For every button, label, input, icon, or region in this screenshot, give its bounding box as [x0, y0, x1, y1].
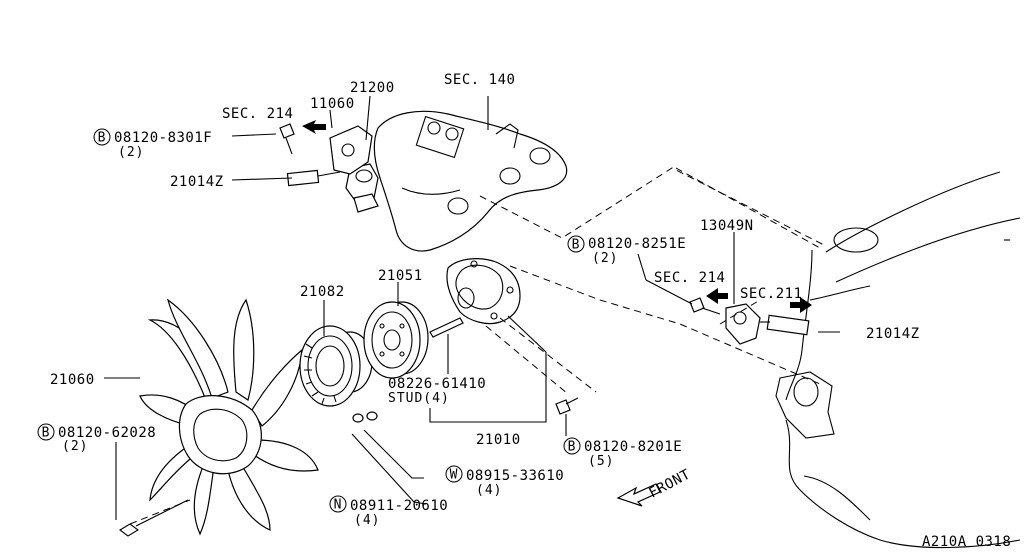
arrow-icon — [302, 120, 326, 134]
label-stud-08226-61410: 08226-61410 — [388, 376, 486, 392]
intake-manifold-drawing — [345, 110, 568, 252]
drawing-code: A210A 0318 — [922, 534, 1011, 550]
nut-mark-icon: N — [334, 498, 343, 513]
label-bolt-08120-8301f-qty: (2) — [118, 145, 144, 160]
part-labels: SEC. 140 21200 11060 SEC. 214 08120-8301… — [50, 72, 1011, 550]
label-21010: 21010 — [476, 432, 521, 448]
engine-block-drawing — [775, 171, 1021, 549]
label-stud-note: STUD(4) — [388, 391, 450, 406]
washer-mark-icon: W — [450, 468, 459, 483]
label-21060: 21060 — [50, 372, 95, 388]
label-21082: 21082 — [300, 284, 345, 300]
label-13049n: 13049N — [700, 218, 754, 234]
bolt-mark-icon: B — [98, 131, 107, 146]
label-washer-08915-33610: 08915-33610 — [466, 468, 564, 484]
pulley-drawing — [363, 301, 429, 379]
front-direction-arrow — [616, 483, 661, 507]
leader-lines — [104, 95, 1010, 520]
arrow-icon — [790, 297, 812, 313]
arrow-icon — [706, 288, 728, 304]
label-sec-214-top: SEC. 214 — [222, 106, 293, 122]
label-bolt-08120-8201e: 08120-8201E — [584, 439, 682, 455]
water-pump-drawing — [429, 258, 579, 415]
label-21200: 21200 — [350, 80, 395, 96]
prefix-marks: B B B W B N — [37, 128, 585, 513]
label-21051: 21051 — [378, 268, 423, 284]
label-nut-08911-20610: 08911-20610 — [350, 498, 448, 514]
label-bolt-08120-62028: 08120-62028 — [58, 425, 156, 441]
cooling-fan-drawing — [119, 298, 319, 537]
label-21014z-top: 21014Z — [170, 174, 224, 190]
label-sec-214-right: SEC. 214 — [654, 270, 725, 286]
label-bolt-08120-8201e-qty: (5) — [588, 454, 614, 469]
label-washer-qty: (4) — [476, 483, 502, 498]
label-bolt-08120-62028-qty: (2) — [62, 439, 88, 454]
label-nut-qty: (4) — [354, 513, 380, 528]
label-21014z-right: 21014Z — [866, 326, 920, 342]
dashed-guide-lines — [129, 167, 827, 525]
fan-clutch-drawing — [299, 325, 378, 423]
label-sec-211: SEC.211 — [740, 286, 803, 302]
water-outlet-13049n-drawing — [689, 297, 810, 345]
label-bolt-08120-8251e-qty: (2) — [592, 251, 618, 266]
label-front: FRONT — [646, 466, 693, 501]
bolt-mark-icon: B — [568, 440, 577, 455]
bolt-mark-icon: B — [572, 238, 581, 253]
label-bolt-08120-8251e: 08120-8251E — [588, 236, 686, 252]
water-outlet-11060-drawing — [279, 123, 373, 187]
label-bolt-08120-8301f: 08120-8301F — [114, 130, 212, 146]
label-11060: 11060 — [310, 96, 355, 112]
bolt-mark-icon: B — [42, 426, 51, 441]
label-sec-140: SEC. 140 — [444, 72, 515, 88]
